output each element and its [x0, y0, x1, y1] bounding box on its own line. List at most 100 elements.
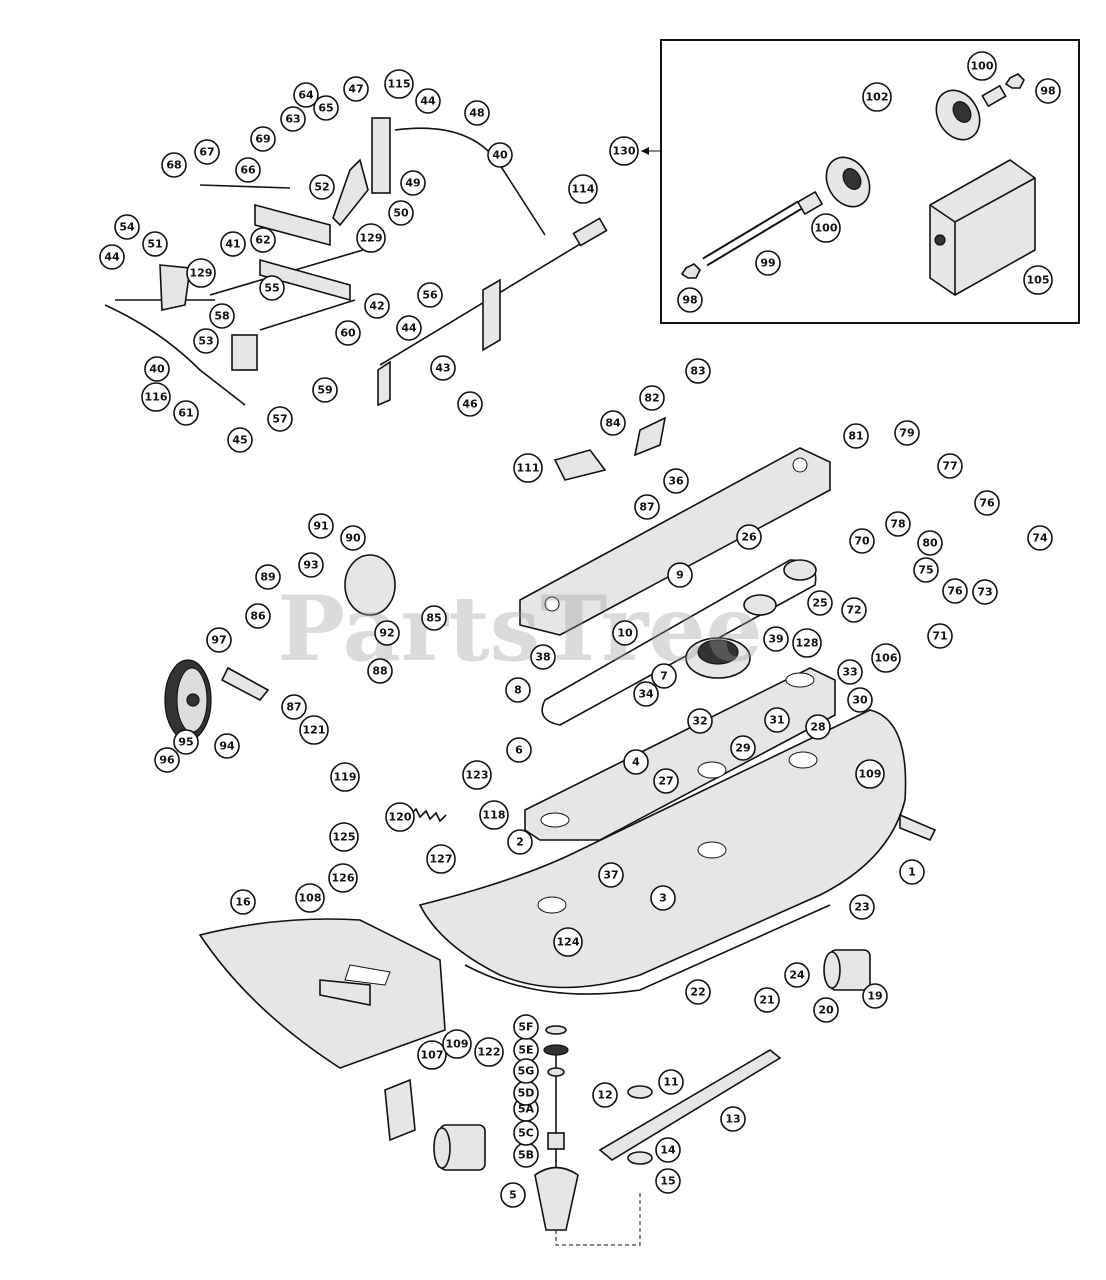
callout-circle: [479, 800, 509, 830]
part-callout: 40: [487, 142, 513, 168]
part-callout: 5F: [513, 1014, 539, 1040]
callout-circle: [685, 358, 711, 384]
callout-label: 44: [401, 322, 417, 335]
callout-circle: [687, 708, 713, 734]
callout-circle: [313, 95, 339, 121]
callout-circle: [871, 643, 901, 673]
callout-circle: [206, 627, 232, 653]
callout-label: 5B: [518, 1149, 534, 1162]
callout-label: 81: [848, 430, 863, 443]
callout-label: 92: [379, 627, 394, 640]
callout-circle: [194, 139, 220, 165]
drive-belt: [541, 559, 817, 726]
callout-circle: [308, 513, 334, 539]
callout-label: 76: [979, 497, 995, 510]
callout-circle: [655, 1168, 681, 1194]
callout-label: 21: [759, 994, 774, 1007]
part-callout: 100: [811, 213, 841, 243]
callout-circle: [227, 427, 253, 453]
callout-label: 64: [298, 89, 314, 102]
callout-label: 79: [899, 427, 914, 440]
callout-circle: [462, 760, 492, 790]
callout-circle: [328, 863, 358, 893]
part-callout: 50: [388, 200, 414, 226]
upper-pulley: [935, 89, 981, 141]
part-callout: 15: [655, 1168, 681, 1194]
callout-circle: [634, 494, 660, 520]
callout-circle: [658, 1069, 684, 1095]
callout-label: 8: [514, 684, 522, 697]
callout-label: 71: [932, 630, 947, 643]
callout-circle: [312, 377, 338, 403]
part-callout: 126: [328, 863, 358, 893]
callout-label: 123: [466, 769, 489, 782]
part-callout: 119: [330, 762, 360, 792]
part-callout: 42: [364, 293, 390, 319]
part-callout: 64: [293, 82, 319, 108]
callout-circle: [367, 658, 393, 684]
part-callout: 7: [651, 663, 677, 689]
part-callout: 26: [736, 524, 762, 550]
part-callout: 22: [685, 979, 711, 1005]
part-callout: 3: [650, 885, 676, 911]
part-callout: 51: [142, 231, 168, 257]
callout-label: 126: [332, 872, 355, 885]
part-callout: 116: [141, 382, 171, 412]
callout-circle: [385, 802, 415, 832]
part-callout: 5B: [513, 1142, 539, 1168]
front-axle-assembly: [164, 416, 667, 741]
part-callout: 46: [457, 391, 483, 417]
part-callout: 29: [730, 735, 756, 761]
callout-label: 9: [676, 569, 684, 582]
callout-circle: [568, 174, 598, 204]
callout-circle: [356, 223, 386, 253]
callout-label: 95: [178, 736, 193, 749]
callout-label: 50: [393, 207, 409, 220]
part-callout: 109: [855, 759, 885, 789]
callout-label: 98: [682, 294, 697, 307]
callout-circle: [792, 628, 822, 658]
callout-label: 109: [859, 768, 882, 781]
callout-circle: [885, 511, 911, 537]
callout-label: 46: [462, 398, 478, 411]
callout-label: 72: [846, 604, 861, 617]
callout-label: 111: [517, 462, 540, 475]
callout-circle: [862, 983, 888, 1009]
part-callout: 49: [400, 170, 426, 196]
part-callout: 69: [250, 126, 276, 152]
callout-label: 93: [303, 559, 318, 572]
callout-label: 124: [557, 936, 580, 949]
callout-circle: [784, 962, 810, 988]
part-callout: 25: [807, 590, 833, 616]
part-callout: 82: [639, 385, 665, 411]
part-callout: 108: [295, 883, 325, 913]
callout-circle: [513, 453, 543, 483]
callout-label: 99: [760, 257, 775, 270]
part-callout: 5G: [513, 1058, 539, 1084]
callout-label: 51: [147, 238, 162, 251]
callout-circle: [653, 768, 679, 794]
callout-circle: [754, 987, 780, 1013]
callout-label: 15: [660, 1175, 675, 1188]
callout-label: 89: [260, 571, 275, 584]
part-callout: 121: [299, 715, 329, 745]
callout-layer: 123455A5B5C5D5E5F5G678910111213141516192…: [99, 51, 1061, 1208]
callout-label: 80: [922, 537, 938, 550]
callout-circle: [1027, 525, 1053, 551]
callout-circle: [807, 590, 833, 616]
callout-label: 102: [866, 91, 889, 104]
callout-label: 87: [639, 501, 654, 514]
callout-circle: [99, 244, 125, 270]
part-callout: 115: [384, 69, 414, 99]
part-callout: 39: [763, 626, 789, 652]
callout-label: 54: [119, 221, 135, 234]
callout-label: 45: [232, 434, 247, 447]
callout-label: 55: [264, 282, 279, 295]
callout-label: 88: [372, 665, 387, 678]
lower-pulley: [825, 156, 871, 208]
callout-circle: [374, 620, 400, 646]
part-callout: 93: [298, 552, 324, 578]
part-callout: 33: [837, 659, 863, 685]
part-callout: 92: [374, 620, 400, 646]
callout-label: 100: [971, 60, 994, 73]
